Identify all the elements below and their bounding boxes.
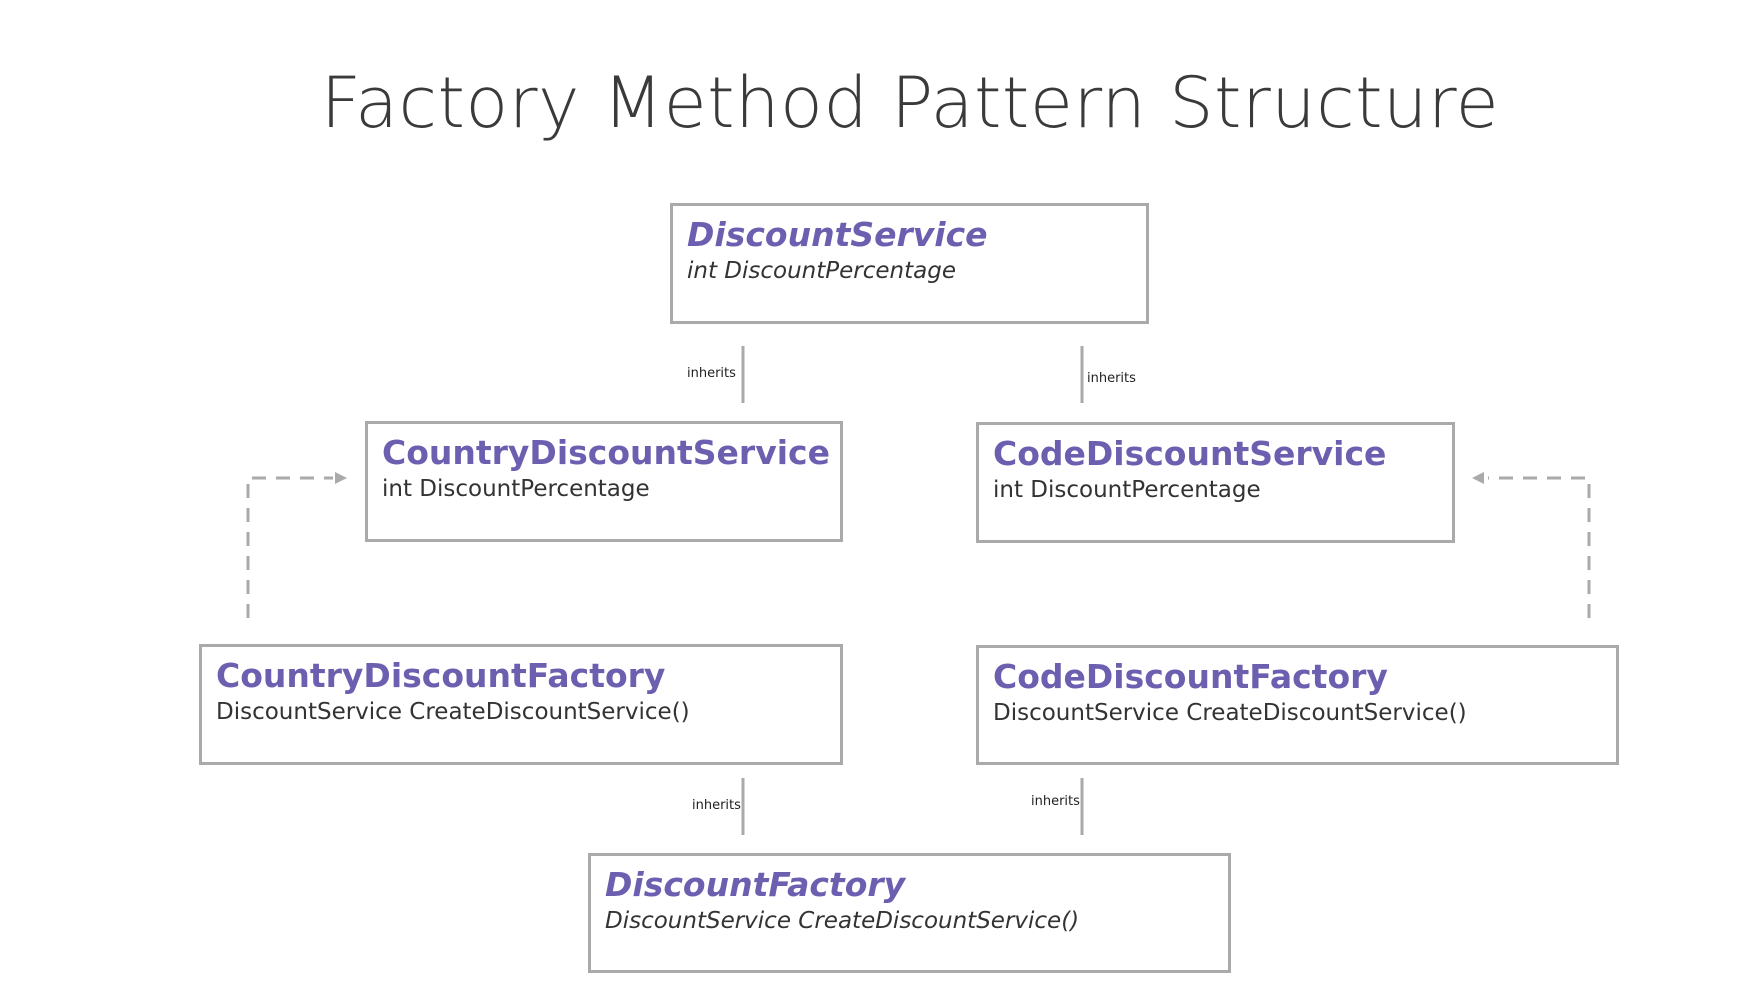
class-box-discount-factory: DiscountFactory DiscountService CreateDi… (588, 853, 1231, 973)
class-name: CodeDiscountService (993, 434, 1387, 473)
creates-arrow-country (246, 476, 333, 618)
class-box-code-discount-service: CodeDiscountService int DiscountPercenta… (976, 422, 1455, 543)
class-member: DiscountService CreateDiscountService() (216, 699, 690, 725)
class-name: DiscountFactory (605, 865, 906, 904)
creates-arrowhead-code (1472, 472, 1484, 484)
inherits-label-code-service: inherits (1087, 371, 1136, 386)
class-name: CountryDiscountFactory (216, 656, 666, 695)
inherits-label-country-service: inherits (687, 366, 736, 381)
class-name: CountryDiscountService (382, 433, 830, 472)
class-member: int DiscountPercentage (382, 476, 650, 502)
diagram-title: Factory Method Pattern Structure (320, 62, 1500, 144)
class-box-country-discount-factory: CountryDiscountFactory DiscountService C… (199, 644, 843, 765)
class-member: DiscountService CreateDiscountService() (993, 700, 1467, 726)
class-member: int DiscountPercentage (687, 258, 956, 284)
class-name: DiscountService (687, 215, 988, 254)
inherits-label-code-factory: inherits (1031, 794, 1080, 809)
class-name: CodeDiscountFactory (993, 657, 1388, 696)
class-box-code-discount-factory: CodeDiscountFactory DiscountService Crea… (976, 645, 1619, 765)
class-box-country-discount-service: CountryDiscountService int DiscountPerce… (365, 421, 843, 542)
creates-arrowhead-country (335, 472, 347, 484)
class-member: DiscountService CreateDiscountService() (605, 908, 1080, 934)
class-box-discount-service: DiscountService int DiscountPercentage (670, 203, 1149, 324)
creates-arrow-code (1488, 476, 1591, 618)
class-member: int DiscountPercentage (993, 477, 1261, 503)
inherits-label-country-factory: inherits (692, 798, 741, 813)
